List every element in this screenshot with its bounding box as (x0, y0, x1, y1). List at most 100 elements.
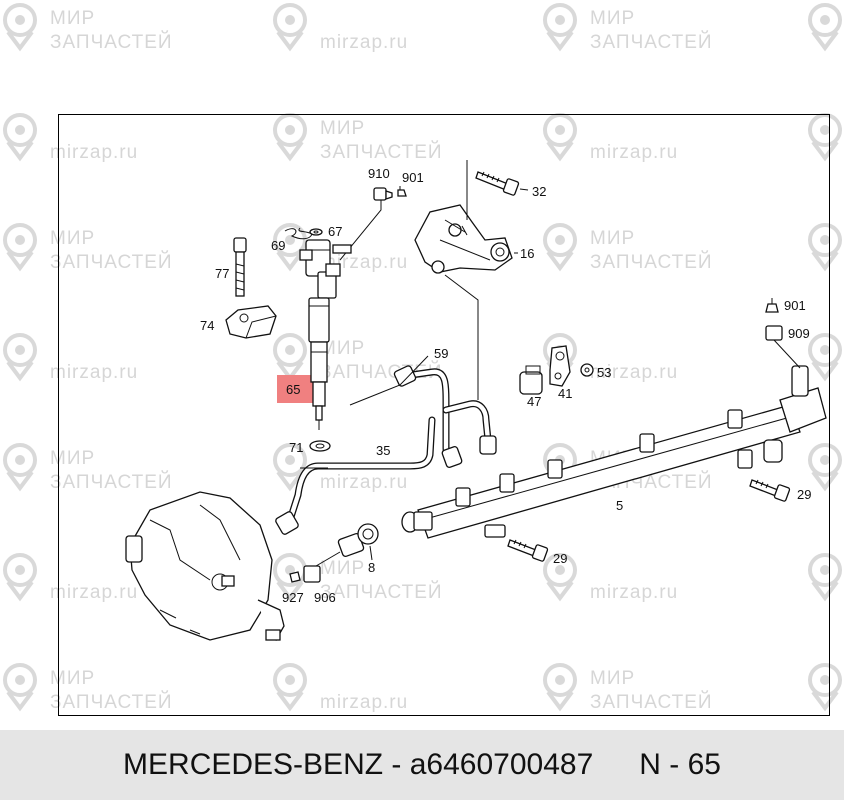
watermark-block-23: mirzap.ru (543, 553, 678, 603)
label-71: 71 (289, 440, 303, 455)
watermark-line1: МИР (50, 8, 95, 29)
watermark-line1: МИР (50, 228, 95, 249)
label-906: 906 (314, 590, 336, 605)
clip-927-icon (289, 571, 301, 583)
label-910: 910 (368, 166, 390, 181)
label-901-top: 901 (402, 170, 424, 185)
watermark-line1: МИР (50, 448, 95, 469)
watermark-block-1: МИР ЗАПЧАСТЕЙ (3, 3, 173, 53)
watermark-site: mirzap.ru (50, 582, 138, 603)
watermark-layer: МИР ЗАПЧАСТЕЙ mirzap.ru МИР ЗАПЧАСТЕЙ mi… (3, 3, 842, 713)
label-909: 909 (788, 326, 810, 341)
part-info-footer: MERCEDES-BENZ - a6460700487 N - 65 (0, 730, 844, 800)
bolt-29-right-icon (749, 479, 791, 502)
watermark-line2: ЗАПЧАСТЕЙ (50, 31, 173, 53)
watermark-line1: МИР (590, 228, 635, 249)
watermark-line1: МИР (590, 668, 635, 689)
watermark-block-21: mirzap.ru (3, 553, 138, 603)
sensor-8-icon (337, 523, 379, 561)
watermark-line2: ЗАПЧАСТЕЙ (590, 31, 713, 53)
label-41: 41 (558, 386, 572, 401)
watermark-block-15: mirzap.ru (543, 333, 678, 383)
watermark-block-27: МИР ЗАПЧАСТЕЙ (543, 663, 713, 713)
bracket-16-icon (414, 204, 518, 274)
footer-part-number: a6460700487 (409, 748, 594, 781)
label-29-lower: 29 (553, 551, 567, 566)
watermark-site: mirzap.ru (320, 472, 408, 493)
watermark-site: mirzap.ru (590, 582, 678, 603)
highlight-box-65 (277, 375, 315, 403)
pad-47-icon (519, 365, 543, 395)
injector-65-icon (299, 239, 352, 430)
watermark-block-18: mirzap.ru (273, 443, 408, 493)
watermark-block-25: МИР ЗАПЧАСТЕЙ (3, 663, 173, 713)
label-901-right: 901 (784, 298, 806, 313)
label-65: 65 (286, 382, 300, 397)
watermark-line1: МИР (320, 338, 365, 359)
watermark-line1: МИР (50, 668, 95, 689)
label-35: 35 (376, 443, 390, 458)
high-pressure-pump-icon (125, 491, 285, 641)
bolt-77-icon (233, 237, 247, 297)
watermark-block-7: mirzap.ru (543, 113, 678, 163)
parts-diagram: 32 910 901 67 69 16 77 901 909 74 59 53 … (125, 160, 827, 641)
footer-separator: - (383, 748, 410, 781)
watermark-block-13: mirzap.ru (3, 333, 138, 383)
fuel-rail-5-icon (401, 365, 827, 539)
watermark-block-26: mirzap.ru (273, 663, 408, 713)
clip-901-top-icon (397, 186, 407, 197)
watermark-site: mirzap.ru (50, 362, 138, 383)
watermark-line2: ЗАПЧАСТЕЙ (320, 141, 443, 163)
label-29-right: 29 (797, 487, 811, 502)
label-74: 74 (200, 318, 214, 333)
watermark-site: mirzap.ru (50, 142, 138, 163)
connector-909-icon (765, 325, 801, 369)
watermark-site: mirzap.ru (320, 692, 408, 713)
label-59: 59 (434, 346, 448, 361)
watermark-block-3: МИР ЗАПЧАСТЕЙ (543, 3, 713, 53)
clip-901-right-icon (765, 298, 779, 313)
label-53: 53 (597, 365, 611, 380)
bracket-41-icon (549, 345, 571, 387)
label-8: 8 (368, 560, 375, 575)
label-69: 69 (271, 238, 285, 253)
watermark-block-9: МИР ЗАПЧАСТЕЙ (3, 223, 173, 273)
washer-71-icon (309, 440, 331, 452)
watermark-site: mirzap.ru (590, 142, 678, 163)
watermark-line2: ЗАПЧАСТЕЙ (50, 691, 173, 713)
label-5: 5 (616, 498, 623, 513)
clip-69-icon (284, 227, 313, 240)
watermark-line2: ЗАПЧАСТЕЙ (590, 251, 713, 273)
watermark-line2: ЗАПЧАСТЕЙ (50, 471, 173, 493)
pipe-35-icon (275, 416, 436, 535)
watermark-block-2: mirzap.ru (273, 3, 408, 53)
watermark-block-17: МИР ЗАПЧАСТЕЙ (3, 443, 173, 493)
watermark-line2: ЗАПЧАСТЕЙ (590, 691, 713, 713)
pipe-59-icon (393, 365, 497, 468)
label-16: 16 (520, 246, 534, 261)
label-47: 47 (527, 394, 541, 409)
footer-brand: MERCEDES-BENZ (123, 748, 384, 781)
watermark-block-6: МИР ЗАПЧАСТЕЙ (273, 113, 443, 163)
connector-910-icon (373, 187, 393, 201)
watermark-site: mirzap.ru (590, 362, 678, 383)
label-927: 927 (282, 590, 304, 605)
watermark-line1: МИР (590, 8, 635, 29)
watermark-line1: МИР (320, 558, 365, 579)
watermark-line2: ЗАПЧАСТЕЙ (50, 251, 173, 273)
watermark-site: mirzap.ru (320, 32, 408, 53)
footer-position: N - 65 (639, 748, 721, 781)
clamp-74-icon (225, 305, 277, 339)
watermark-block-11: МИР ЗАПЧАСТЕЙ (543, 223, 713, 273)
bolt-32-icon (475, 171, 529, 196)
bolt-29-lower-icon (507, 539, 549, 562)
watermark-line1: МИР (320, 118, 365, 139)
connector-906-icon (303, 551, 341, 583)
watermark-block-22: МИР ЗАПЧАСТЕЙ (273, 553, 442, 603)
nut-53-icon (580, 363, 594, 377)
diagram-frame (58, 114, 830, 716)
watermark-block-5: mirzap.ru (3, 113, 138, 163)
washer-67-icon (309, 228, 323, 236)
label-77: 77 (215, 266, 229, 281)
label-32: 32 (532, 184, 546, 199)
